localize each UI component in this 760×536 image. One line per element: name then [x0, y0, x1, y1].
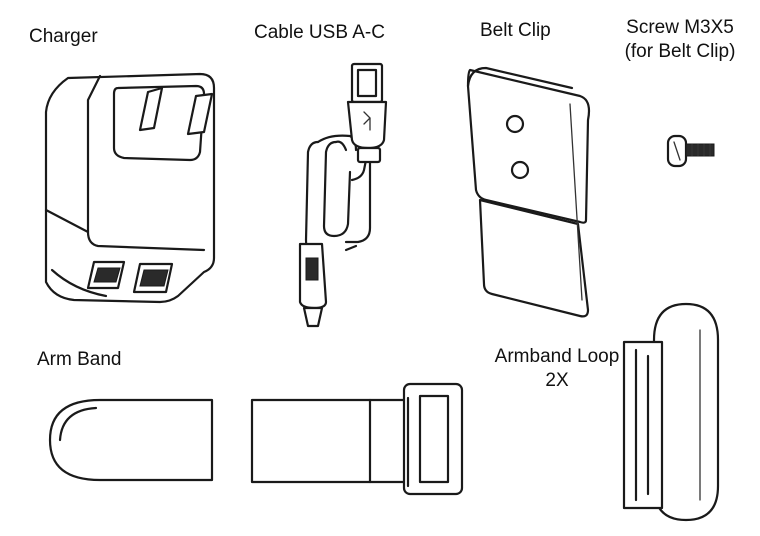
arm-band-label: Arm Band [37, 349, 122, 370]
screw-label-line2: (for Belt Clip) [624, 41, 736, 62]
armband-loop-label-line2: 2X [545, 370, 569, 391]
screw-label-line1: Screw M3X5 [626, 17, 734, 38]
armband-loop-icon [622, 302, 720, 522]
usb-cable-icon [298, 62, 388, 328]
armband-loop-label-line1: Armband Loop [494, 346, 620, 367]
screw-label: Screw M3X5 (for Belt Clip) [615, 16, 745, 64]
cable-label: Cable USB A-C [254, 22, 385, 43]
charger-icon [44, 72, 216, 304]
belt-clip-icon [466, 66, 591, 318]
screw-icon [666, 134, 715, 168]
arm-band-icon [48, 398, 214, 482]
belt-clip-label: Belt Clip [480, 20, 551, 41]
arm-band-strap-icon [250, 382, 464, 496]
armband-loop-label: Armband Loop 2X [486, 345, 628, 393]
charger-label: Charger [29, 26, 98, 47]
